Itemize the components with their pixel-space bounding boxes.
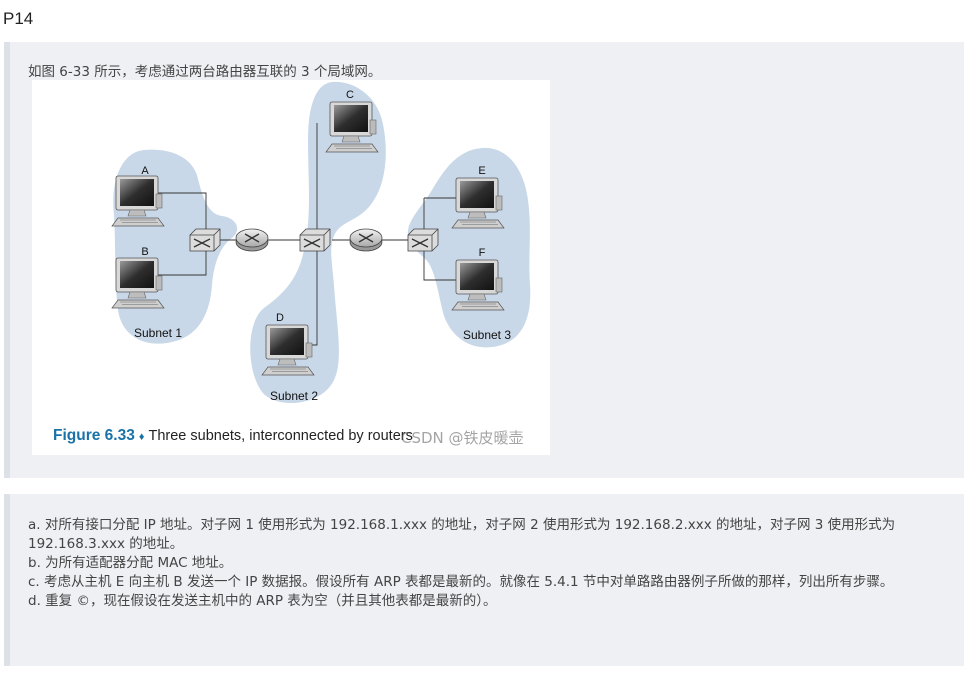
caption-text: Three subnets, interconnected by routers bbox=[148, 428, 413, 444]
figure-caption: Figure 6.33♦Three subnets, interconnecte… bbox=[53, 427, 413, 445]
network-diagram: A B C D E F Subnet 1 Subnet 2 Subnet 3 bbox=[111, 81, 531, 404]
host-label-a: A bbox=[141, 165, 149, 177]
question-b: b. 为所有适配器分配 MAC 地址。 bbox=[28, 555, 233, 571]
subnet-1-label: Subnet 1 bbox=[134, 326, 182, 340]
question-c: c. 考虑从主机 E 向主机 B 发送一个 IP 数据报。假设所有 ARP 表都… bbox=[28, 574, 894, 590]
host-c-computer bbox=[325, 101, 379, 153]
caption-figure-number: Figure 6.33 bbox=[53, 427, 135, 444]
caption-bullet: ♦ bbox=[138, 431, 145, 443]
host-f-computer bbox=[451, 259, 505, 311]
question-a: a. 对所有接口分配 IP 地址。对子网 1 使用形式为 192.168.1.x… bbox=[28, 517, 896, 552]
router-1 bbox=[235, 228, 269, 252]
router-2 bbox=[349, 228, 383, 252]
host-label-c: C bbox=[346, 89, 354, 101]
switch-subnet-2 bbox=[299, 228, 331, 252]
network-figure: A B C D E F Subnet 1 Subnet 2 Subnet 3 F… bbox=[32, 80, 550, 455]
host-label-d: D bbox=[276, 312, 284, 324]
switch-subnet-1 bbox=[189, 228, 221, 252]
host-e-computer bbox=[451, 177, 505, 229]
host-b-computer bbox=[111, 257, 165, 309]
host-label-e: E bbox=[478, 165, 485, 177]
watermark: CSDN @铁皮暖壶 bbox=[401, 429, 524, 447]
subnet-2-label: Subnet 2 bbox=[270, 389, 318, 403]
problem-heading: P14 bbox=[3, 9, 34, 28]
links bbox=[156, 123, 456, 346]
host-label-f: F bbox=[479, 247, 486, 259]
switch-subnet-3 bbox=[407, 228, 439, 252]
host-a-computer bbox=[111, 175, 165, 227]
questions-block: a. 对所有接口分配 IP 地址。对子网 1 使用形式为 192.168.1.x… bbox=[4, 494, 964, 666]
host-label-b: B bbox=[141, 246, 148, 258]
intro-text: 如图 6-33 所示，考虑通过两台路由器互联的 3 个局域网。 bbox=[28, 64, 382, 80]
subnet-3-label: Subnet 3 bbox=[463, 328, 511, 342]
figure-block: 如图 6-33 所示，考虑通过两台路由器互联的 3 个局域网。 bbox=[4, 42, 964, 478]
questions-list: a. 对所有接口分配 IP 地址。对子网 1 使用形式为 192.168.1.x… bbox=[28, 516, 958, 611]
question-d: d. 重复 ©，现在假设在发送主机中的 ARP 表为空（并且其他表都是最新的）。 bbox=[28, 593, 497, 609]
host-d-computer bbox=[261, 324, 315, 376]
